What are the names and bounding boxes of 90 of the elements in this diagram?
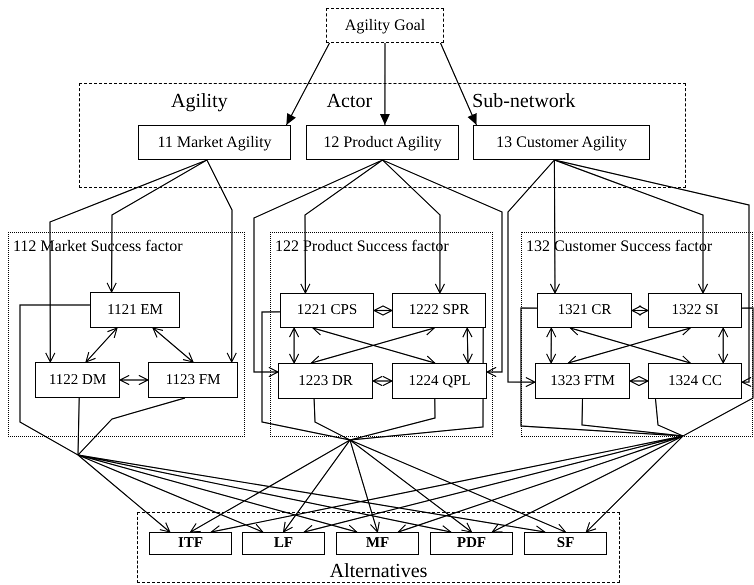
arrow (119, 374, 149, 386)
node-label: 1222 SPR (408, 302, 470, 319)
connector-line (654, 398, 684, 437)
arrow (350, 440, 472, 533)
alternative-box (242, 532, 325, 555)
arrow (380, 43, 390, 125)
arrow (282, 440, 350, 533)
node-label: Agility Goal (344, 16, 426, 34)
arrow (190, 439, 350, 533)
arrow (106, 159, 208, 293)
arrow (78, 454, 264, 534)
arrow (349, 440, 380, 533)
node-label: MF (366, 535, 390, 552)
arrow (382, 160, 446, 294)
cluster-frame (8, 232, 245, 437)
node-label: 1121 EM (107, 302, 163, 318)
arrow (206, 160, 237, 363)
arrow (253, 159, 383, 378)
node-label: 1321 CR (558, 302, 612, 319)
arrow (629, 376, 649, 386)
factor-box (138, 125, 291, 160)
arrow (85, 327, 118, 363)
factor-box (278, 363, 373, 399)
connector-line (78, 397, 186, 456)
arrow (288, 327, 300, 364)
node-label: 1223 DR (298, 372, 353, 390)
arrow (152, 327, 194, 363)
cluster-frame (137, 512, 620, 583)
factor-box (306, 125, 459, 160)
factor-box (90, 292, 180, 328)
connector-line (77, 398, 80, 456)
factor-box (392, 363, 487, 399)
arrow (382, 159, 503, 378)
alternative-box (336, 532, 419, 555)
arrow (492, 435, 684, 533)
arrow (550, 160, 560, 294)
arrow (718, 327, 728, 364)
arrow (78, 454, 170, 533)
node-label: 1323 FTM (550, 372, 615, 390)
node-label: PDF (456, 535, 486, 552)
arrow (286, 42, 330, 126)
arrow (507, 160, 555, 388)
factor-box (648, 293, 742, 328)
node-label: ITF (178, 535, 203, 552)
alternative-box (430, 532, 513, 555)
alternative-box (524, 532, 607, 555)
factor-box (537, 293, 632, 328)
arrow (586, 436, 684, 533)
arrow (631, 305, 649, 316)
node-label: 1122 DM (48, 372, 106, 388)
arrow (462, 327, 473, 364)
arrow (440, 42, 478, 126)
factor-box (535, 363, 630, 399)
arrow (350, 439, 566, 534)
group-title: Alternatives (330, 560, 428, 582)
arrow (554, 159, 752, 388)
factor-box (280, 293, 374, 328)
arrow (78, 454, 358, 535)
node-label: SF (556, 535, 574, 552)
connector-line (19, 304, 90, 456)
arrow (546, 327, 556, 364)
cluster-frame (270, 232, 493, 437)
node-label: 12 Product Agility (323, 134, 442, 152)
node-label: LF (274, 535, 294, 552)
factor-box (35, 362, 120, 398)
factor-box (148, 362, 238, 398)
arrow (45, 159, 208, 363)
connector-line (314, 398, 350, 441)
connector-line (261, 311, 350, 441)
node-label: 11 Market Agility (157, 134, 272, 152)
node-label: 1324 CC (668, 372, 722, 390)
node-label: 1123 FM (166, 372, 220, 388)
cluster-frame (79, 83, 686, 188)
factor-box (392, 293, 486, 328)
node-label: 13 Customer Agility (496, 134, 627, 152)
group-title: Agility Actor Sub-network (171, 90, 576, 112)
goal-box (326, 8, 444, 43)
connector-line (350, 399, 436, 441)
connector-line (682, 307, 754, 437)
factor-box (473, 125, 650, 160)
arrow (373, 305, 393, 316)
arrow (554, 159, 708, 294)
arrow (372, 376, 393, 386)
node-label: 1322 SI (671, 302, 719, 319)
alternative-box (149, 532, 232, 555)
node-label: 1224 QPL (408, 372, 471, 390)
factor-box (648, 363, 742, 399)
connector-line (581, 398, 684, 437)
node-label: 1221 CPS (296, 302, 358, 319)
cluster-frame (521, 232, 753, 437)
